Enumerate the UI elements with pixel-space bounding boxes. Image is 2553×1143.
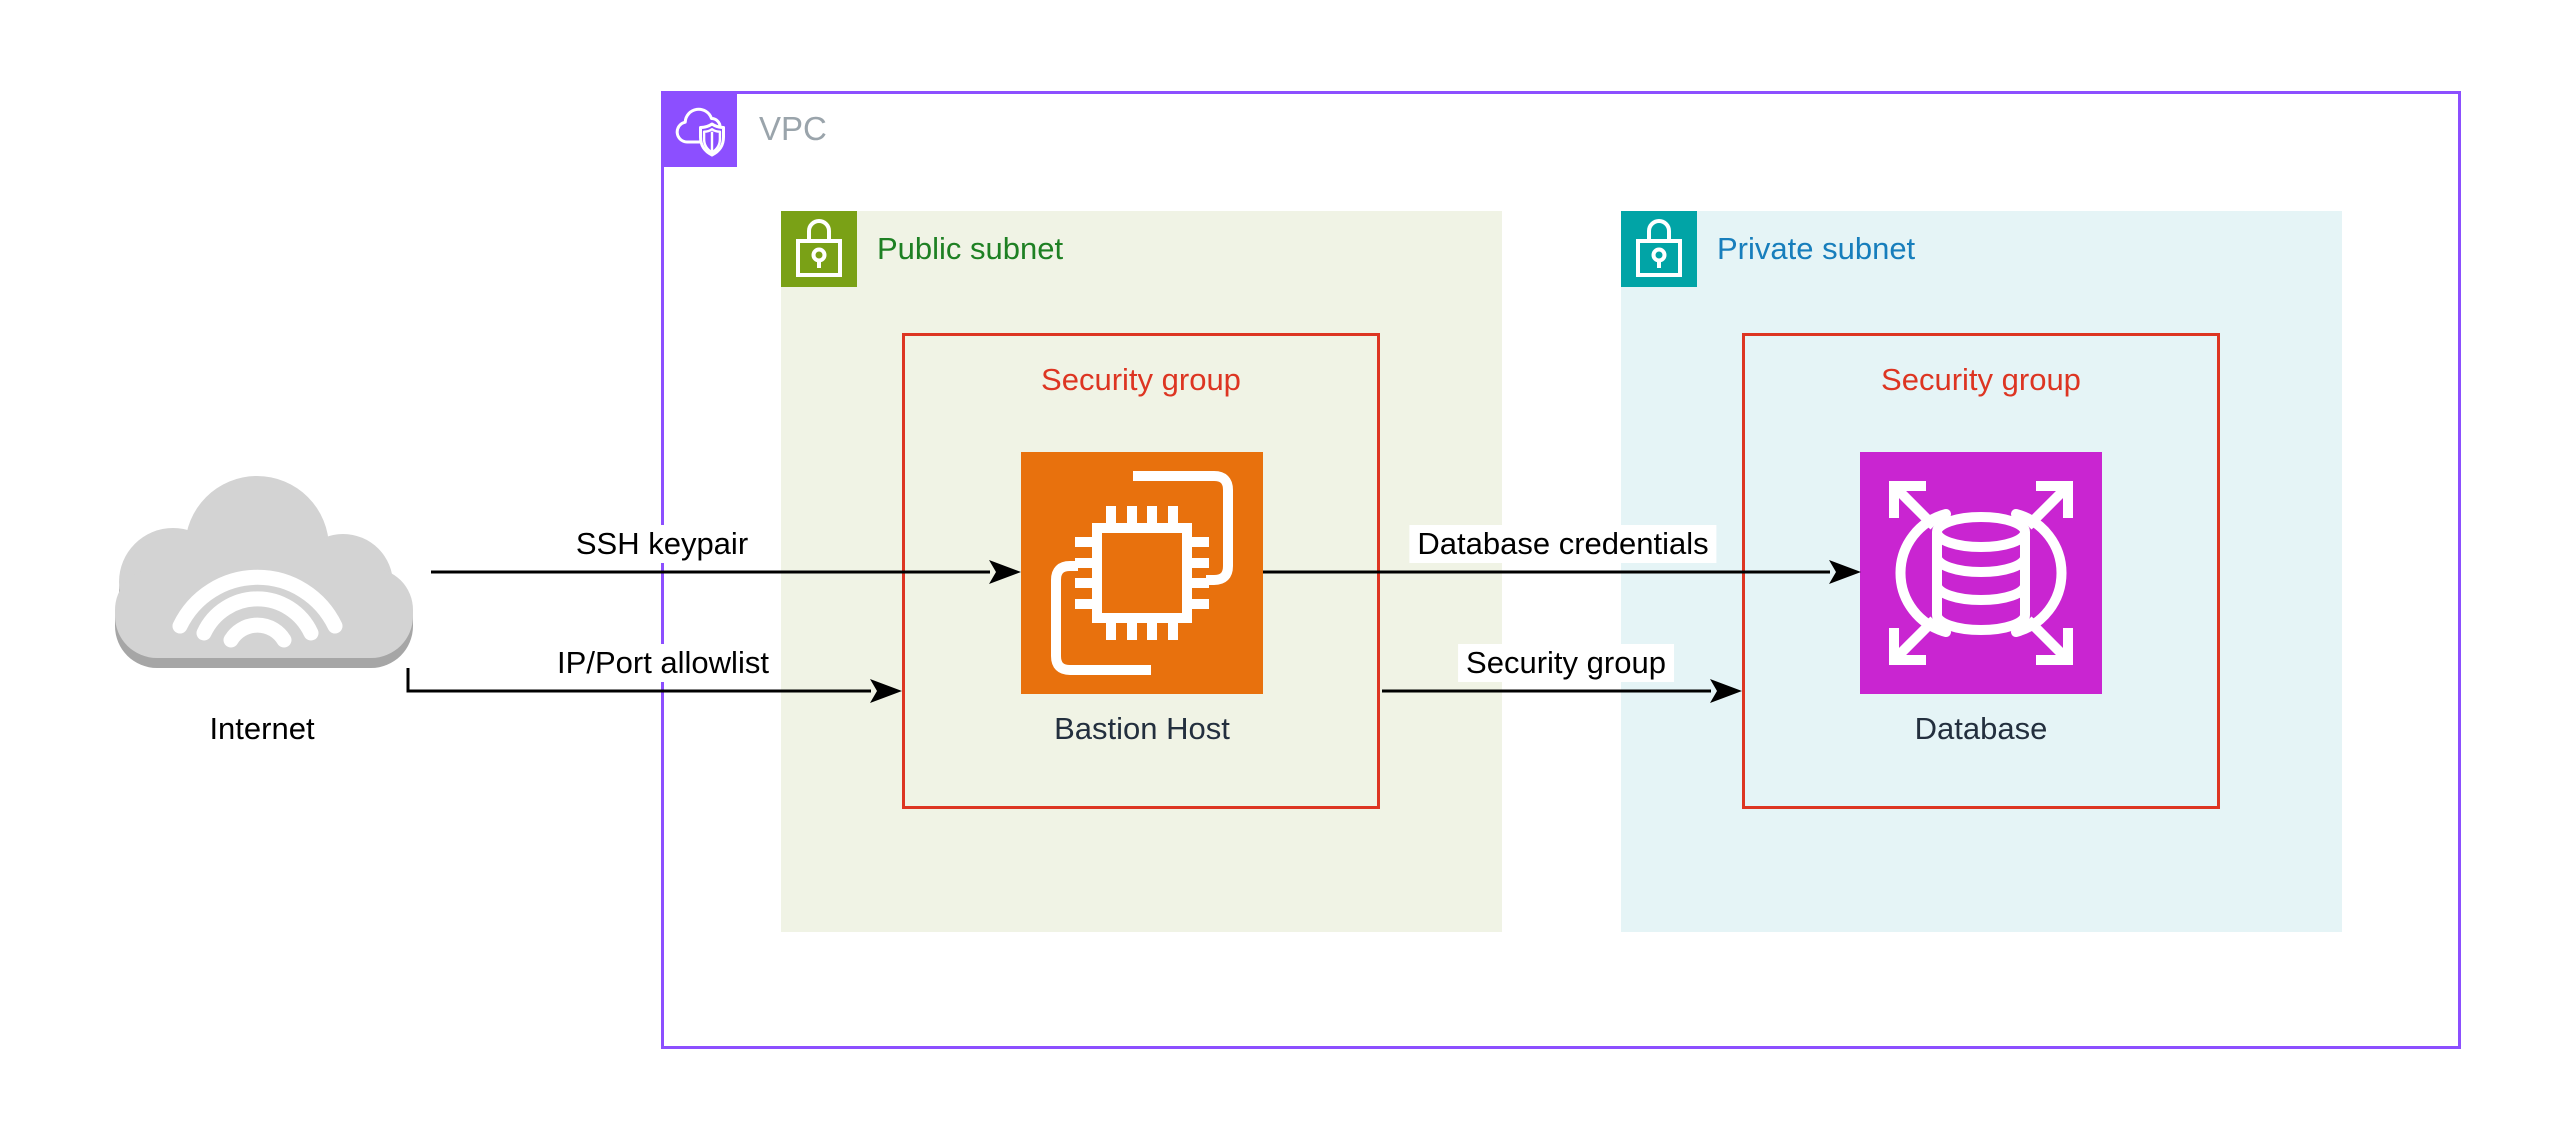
vpc-cloud-shield-icon xyxy=(661,91,737,167)
edge-label-ssh-keypair: SSH keypair xyxy=(567,525,757,563)
vpc-container xyxy=(661,91,2461,1049)
rds-database-icon xyxy=(1860,452,2102,694)
edge-label-security-group: Security group xyxy=(1458,644,1674,682)
edge-label-ip-port-allowlist: IP/Port allowlist xyxy=(549,644,777,682)
internet-cloud-icon xyxy=(85,452,435,692)
vpc-label: VPC xyxy=(759,110,827,147)
private-subnet-label: Private subnet xyxy=(1717,231,1916,266)
ec2-instance-icon xyxy=(1021,452,1263,694)
public-subnet-label: Public subnet xyxy=(877,231,1064,266)
public-security-group-label: Security group xyxy=(1041,362,1241,397)
database-label: Database xyxy=(1914,711,2048,746)
public-subnet-padlock-icon xyxy=(781,211,857,287)
internet-label: Internet xyxy=(209,711,315,746)
private-subnet-padlock-icon xyxy=(1621,211,1697,287)
private-security-group-label: Security group xyxy=(1881,362,2081,397)
edge-label-database-credentials: Database credentials xyxy=(1409,525,1717,563)
bastion-host-label: Bastion Host xyxy=(1054,711,1230,746)
